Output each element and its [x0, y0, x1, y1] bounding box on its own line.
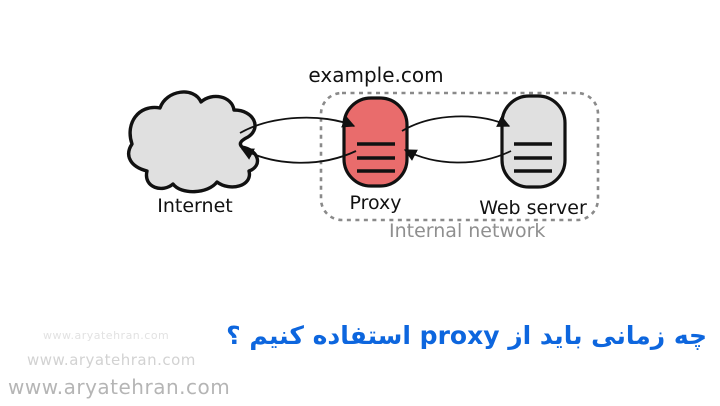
caption-question: چه زمانی باید از proxy استفاده کنیم ؟	[226, 321, 707, 350]
arrow-proxy-to-webserver	[401, 115, 511, 132]
watermark-large: www.aryatehran.com	[8, 375, 231, 399]
web-server-node-lines-icon	[514, 142, 552, 173]
internal-network-border	[319, 91, 600, 222]
internal-network-label: Internal network	[389, 220, 546, 242]
arrow-proxy-to-internet	[240, 148, 357, 164]
domain-label: example.com	[308, 63, 444, 87]
proxy-label: Proxy	[349, 192, 402, 214]
internet-cloud-shape	[127, 90, 260, 194]
watermark-medium: www.aryatehran.com	[27, 351, 196, 369]
diagram-graphics	[127, 90, 600, 222]
web-server-label: Web server	[479, 197, 587, 219]
traffic-arrows	[239, 115, 512, 164]
proxy-node-lines-icon	[357, 142, 395, 173]
arrow-internet-to-proxy	[239, 115, 356, 134]
arrow-webserver-to-proxy	[403, 149, 512, 164]
web-server-node-shape	[500, 94, 567, 189]
watermark-small: www.aryatehran.com	[43, 329, 170, 342]
proxy-node-shape	[342, 96, 409, 188]
internet-label: Internet	[157, 195, 233, 217]
